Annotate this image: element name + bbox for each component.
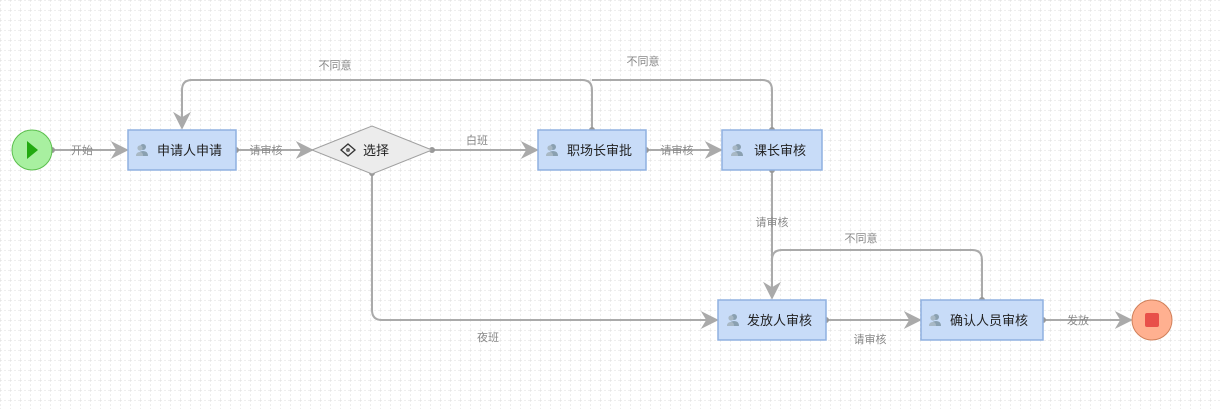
play-icon <box>27 141 38 159</box>
end-node[interactable] <box>1131 299 1173 341</box>
edge-site-manager-apply[interactable] <box>173 79 593 130</box>
task-node-confirmer[interactable]: 确认人员审核 <box>920 299 1044 341</box>
edge-label: 请审核 <box>661 143 694 157</box>
edge-label: 不同意 <box>319 58 352 72</box>
node-label: 发放人审核 <box>747 313 812 329</box>
stop-icon <box>1145 313 1159 327</box>
edge-label: 不同意 <box>845 231 878 245</box>
edge-label: 请审核 <box>756 215 789 229</box>
edge-confirmer-issuer[interactable] <box>771 249 983 300</box>
task-node-site-manager[interactable]: 职场长审批 <box>537 129 647 171</box>
node-label: 选择 <box>363 144 389 159</box>
edge-label: 请审核 <box>250 143 283 157</box>
edge-label: 开始 <box>71 143 93 157</box>
node-label: 申请人申请 <box>157 144 222 159</box>
edge-choose-issuer[interactable] <box>371 173 719 329</box>
task-node-apply[interactable]: 申请人申请 <box>127 129 237 171</box>
start-node[interactable] <box>11 129 53 171</box>
edge-section-chief-apply[interactable] <box>592 79 773 130</box>
edge-label: 白班 <box>466 133 488 147</box>
edge-label: 夜班 <box>477 330 499 344</box>
gateway-icon <box>340 143 356 157</box>
edge-label: 请审核 <box>854 332 887 346</box>
task-node-issuer[interactable]: 发放人审核 <box>717 299 827 341</box>
edge-label: 发放 <box>1067 313 1089 327</box>
edge-label: 不同意 <box>627 54 660 68</box>
task-node-section-chief[interactable]: 课长审核 <box>721 129 823 171</box>
node-label: 职场长审批 <box>567 144 632 159</box>
node-label: 课长审核 <box>754 144 806 159</box>
gateway-node-choose[interactable]: 选择 <box>310 125 434 175</box>
node-label: 确认人员审核 <box>950 314 1028 329</box>
